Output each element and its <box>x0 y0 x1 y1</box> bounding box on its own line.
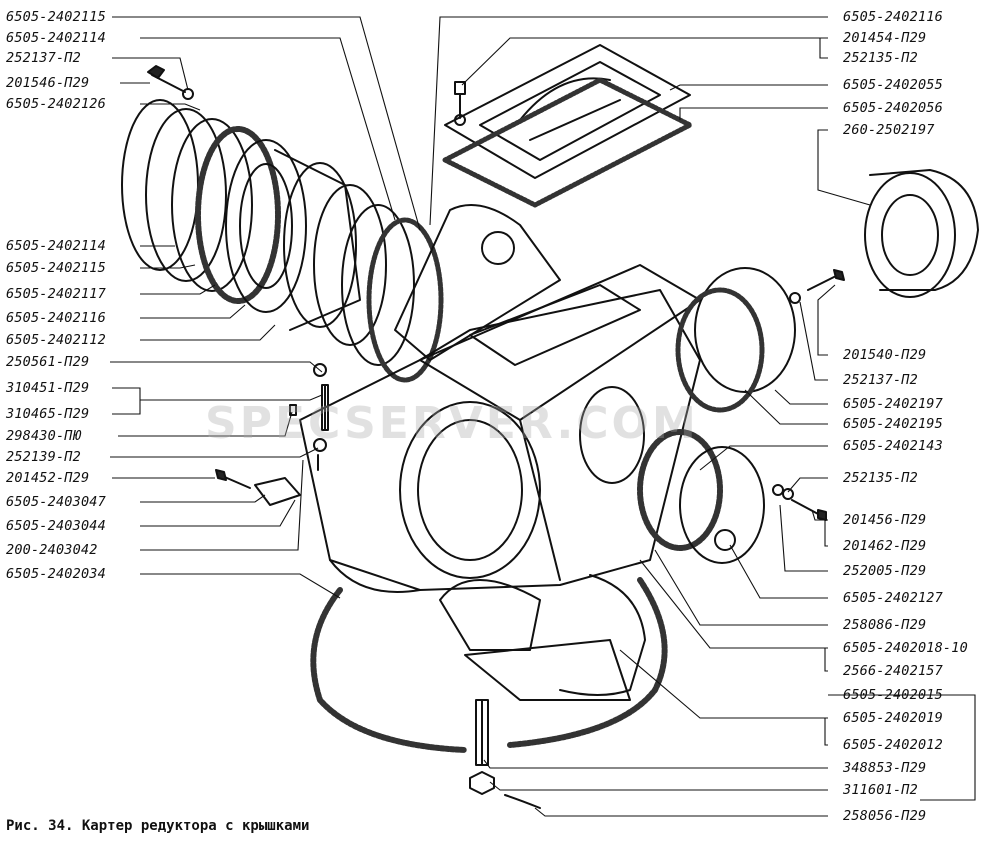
part-label-right: 6505-2402143 <box>843 438 943 454</box>
part-label-right: 6505-2402012 <box>843 737 943 753</box>
part-label-left: 252137-П2 <box>6 50 81 66</box>
part-label-left: 250561-П29 <box>6 354 90 370</box>
part-label-left: 6505-2403044 <box>6 518 106 534</box>
lower-right-cover <box>637 429 765 564</box>
part-label-left: 6505-2402115 <box>6 260 106 276</box>
bolt-top-left <box>147 65 194 100</box>
part-label-right: 201462-П29 <box>843 538 927 554</box>
part-label-right: 6505-2402056 <box>843 100 943 116</box>
part-label-right: 6505-2402055 <box>843 77 943 93</box>
part-label-right: 6505-2402197 <box>843 396 943 412</box>
part-label-left: 252139-П2 <box>6 449 81 465</box>
part-label-right: 260-2502197 <box>843 122 935 138</box>
part-label-right: 258056-П29 <box>843 808 927 824</box>
part-label-right: 311601-П2 <box>843 782 918 798</box>
part-label-left: 310465-П29 <box>6 406 90 422</box>
part-label-left: 6505-2402034 <box>6 566 106 582</box>
part-label-right: 6505-2402116 <box>843 9 943 25</box>
left-small-parts <box>215 363 329 506</box>
part-label-left: 6505-2402117 <box>6 286 106 302</box>
part-label-right: 201540-П29 <box>843 347 927 363</box>
part-label-right: 201456-П29 <box>843 512 927 528</box>
top-cover <box>442 44 693 208</box>
part-label-left: 200-2403042 <box>6 542 98 558</box>
part-label-right: 6505-2402015 <box>843 687 943 703</box>
part-label-right: 2566-2402157 <box>843 663 943 679</box>
part-label-left: 6505-2403047 <box>6 494 106 510</box>
leader-lines <box>110 16 976 817</box>
part-label-right: 252135-П2 <box>843 50 918 66</box>
part-label-right: 252137-П2 <box>843 372 918 388</box>
part-label-left: 6505-2402114 <box>6 30 106 46</box>
part-label-left: 298430-ПЮ <box>6 428 81 444</box>
right-flange <box>864 169 979 298</box>
part-label-right: 348853-П29 <box>843 760 927 776</box>
part-label-left: 6505-2402126 <box>6 96 106 112</box>
part-label-right: 252005-П29 <box>843 563 927 579</box>
watermark: SPECSERVER.COM <box>205 398 699 449</box>
part-label-left: 6505-2402115 <box>6 9 106 25</box>
part-label-left: 310451-П29 <box>6 380 90 396</box>
part-label-right: 6505-2402195 <box>843 416 943 432</box>
part-label-right: 6505-2402127 <box>843 590 943 606</box>
part-label-left: 6505-2402114 <box>6 238 106 254</box>
part-label-right: 6505-2402019 <box>843 710 943 726</box>
stud-and-nut <box>469 699 541 809</box>
part-label-left: 6505-2402112 <box>6 332 106 348</box>
part-label-left: 6505-2402116 <box>6 310 106 326</box>
part-label-left: 201546-П29 <box>6 75 90 91</box>
left-cover-stack <box>121 99 444 383</box>
part-label-left: 201452-П29 <box>6 470 90 486</box>
part-label-right: 252135-П2 <box>843 470 918 486</box>
part-label-right: 258086-П29 <box>843 617 927 633</box>
figure-caption: Рис. 34. Картер редуктора с крышками <box>6 818 310 834</box>
right-side-cover <box>675 267 796 413</box>
bolt-top-cover <box>454 81 466 126</box>
part-label-right: 6505-2402018-10 <box>843 640 968 656</box>
part-label-right: 201454-П29 <box>843 30 927 46</box>
bottom-gasket <box>310 577 668 753</box>
lower-bearing-cap <box>439 574 646 701</box>
main-housing <box>299 204 701 593</box>
bolt-right <box>789 269 845 304</box>
